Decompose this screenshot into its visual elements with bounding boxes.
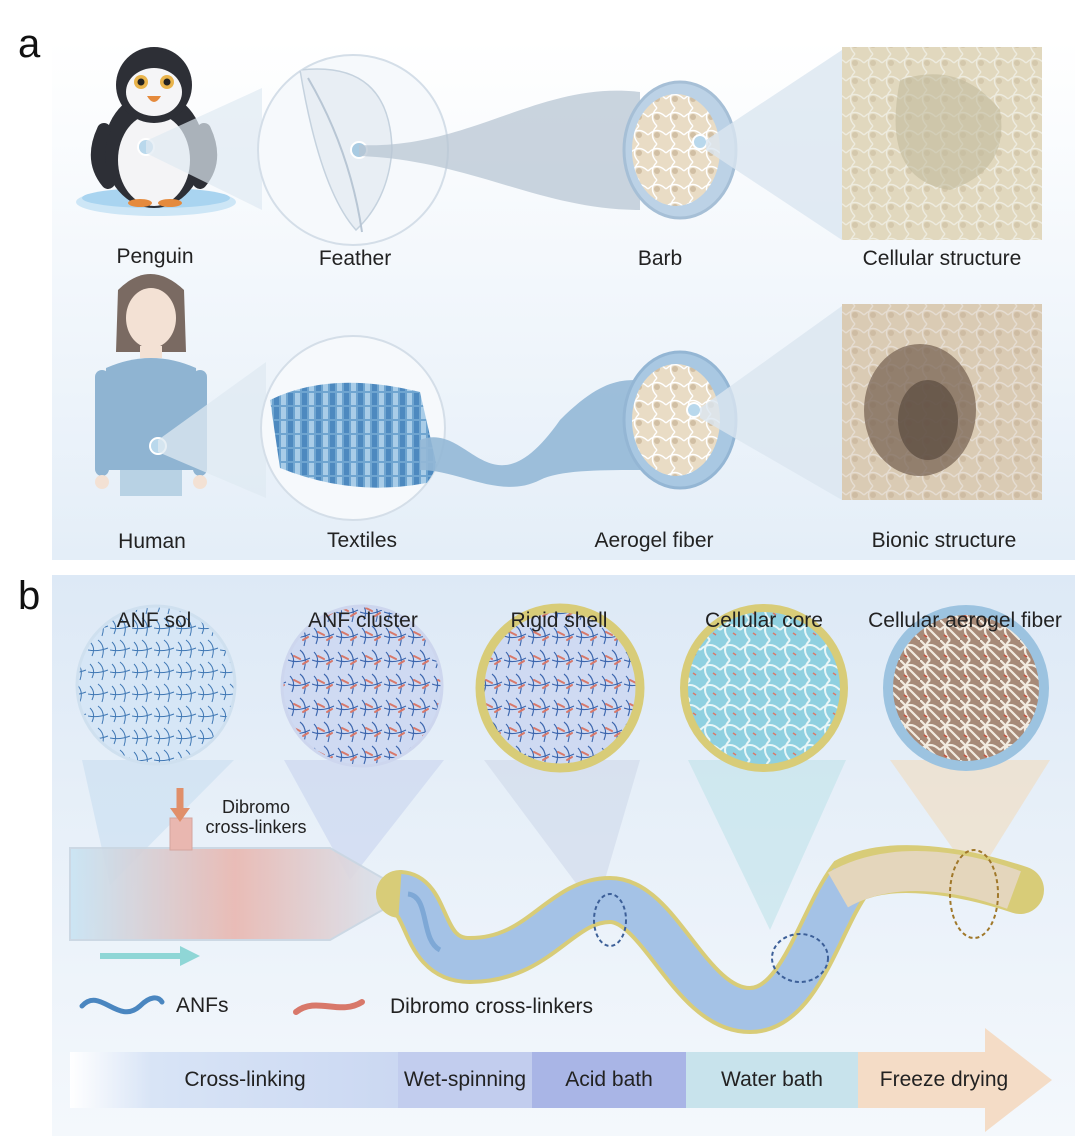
process-freeze-drying: Freeze drying — [879, 1068, 1009, 1091]
aerogel-marker — [949, 849, 999, 939]
shell-marker — [593, 893, 627, 947]
crosslinker-callout: Dibromo cross-linkers — [205, 797, 306, 837]
label-barb: Barb — [637, 247, 683, 270]
label-penguin: Penguin — [116, 245, 194, 268]
process-cross-linking: Cross-linking — [184, 1068, 306, 1091]
zoom-cone — [420, 380, 640, 487]
crosslinker-inlet-arrowhead — [170, 808, 190, 822]
zoom-cone — [890, 760, 1050, 880]
zoom-cone — [706, 50, 842, 240]
wet-spinning-segment — [398, 1052, 532, 1108]
zoom-cone — [484, 760, 640, 910]
stage-anf-cluster: ANF cluster — [308, 609, 418, 632]
anf-sol-circle — [75, 604, 237, 766]
anf-cluster-circle — [280, 604, 444, 768]
anf-legend-icon — [79, 995, 165, 1015]
panel-b-letter: b — [18, 574, 41, 618]
legend-dibromo: Dibromo cross-linkers — [390, 995, 594, 1018]
freeze-drying-arrow — [858, 1028, 1052, 1132]
core-marker — [771, 933, 829, 983]
zoom-cone — [158, 362, 266, 498]
stage-anf-sol: ANF sol — [116, 609, 192, 632]
legend-anfs: ANFs — [176, 994, 229, 1017]
cross-linking-segment — [70, 1052, 398, 1108]
process-wet-spinning: Wet-spinning — [403, 1068, 527, 1091]
zoom-cone — [146, 88, 262, 210]
textile-weave — [270, 382, 440, 488]
zoom-cone — [688, 760, 846, 930]
zoom-cone — [359, 90, 640, 210]
label-human: Human — [118, 530, 186, 553]
water-bath-segment — [686, 1052, 858, 1108]
zoom-cone — [700, 306, 842, 500]
fiber-aerogel — [828, 851, 1021, 909]
flow-arrow — [100, 953, 180, 959]
aerogel-fiber-cross-section — [622, 350, 738, 490]
flow-arrowhead — [180, 946, 200, 966]
crosslinker-callout-line1: Dibromo — [221, 797, 291, 817]
stage-rigid-shell: Rigid shell — [510, 609, 608, 632]
label-textiles: Textiles — [326, 529, 398, 552]
zoom-cone — [284, 760, 444, 880]
cellular-core-circle — [680, 604, 848, 772]
stage-cellular-core: Cellular core — [705, 609, 823, 632]
acid-bath-segment — [532, 1052, 686, 1108]
barb-cross-section — [622, 80, 738, 220]
process-water-bath: Water bath — [721, 1068, 823, 1091]
panel-a-letter: a — [18, 22, 41, 66]
cellular-aerogel-fiber-circle — [883, 605, 1049, 771]
crosslinker-legend-icon — [293, 999, 365, 1015]
feather-illustration — [299, 68, 393, 233]
fiber-core — [395, 868, 867, 1031]
process-acid-bath: Acid bath — [565, 1068, 653, 1091]
label-feather: Feather — [318, 247, 392, 270]
crosslinker-callout-line2: cross-linkers — [205, 817, 307, 837]
label-bionic-structure: Bionic structure — [871, 529, 1017, 552]
label-cellular-structure: Cellular structure — [862, 247, 1022, 270]
stage-cellular-aerogel-fiber: Cellular aerogel fiber — [868, 609, 1062, 632]
label-aerogel-fiber: Aerogel fiber — [594, 529, 714, 552]
rigid-shell-circle — [475, 603, 645, 773]
